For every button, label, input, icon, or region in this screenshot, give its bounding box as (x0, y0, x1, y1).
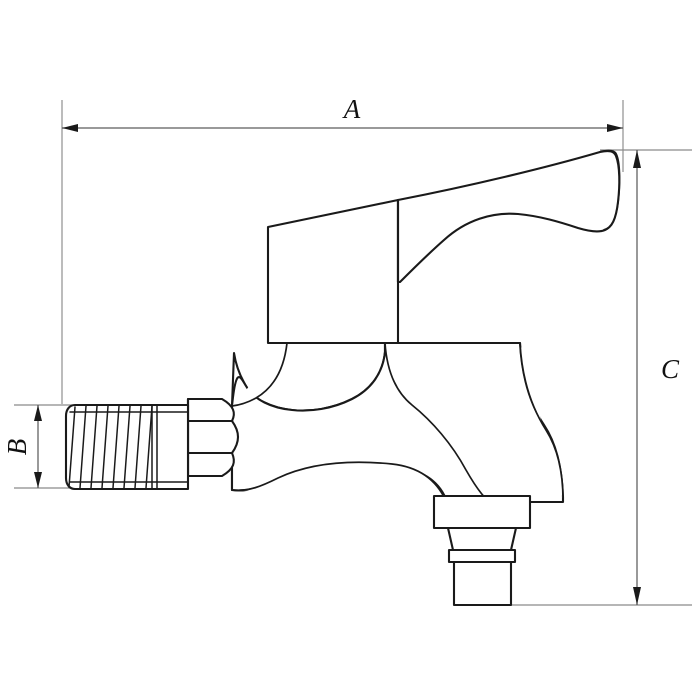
lever-handle (396, 149, 621, 284)
handle-block (266, 198, 400, 345)
lever-tip-cap (598, 150, 621, 232)
dimension-b-label: B (2, 439, 32, 456)
extension-lines (14, 100, 692, 606)
thread-pitch-lines (68, 405, 153, 489)
dimension-c-arrow-bottom (633, 587, 641, 605)
dimension-c-label: C (661, 354, 680, 384)
dimension-b: B (2, 405, 42, 488)
dimension-a-arrow-left (62, 124, 78, 132)
dimension-c-arrow-top (633, 150, 641, 168)
dimension-c: C (633, 150, 680, 605)
hex-nut-flat-bottom (186, 451, 235, 478)
body-shoulder-right (384, 342, 495, 507)
outlet-taper (446, 526, 518, 552)
dimension-a: A (62, 94, 623, 132)
dimension-a-label: A (342, 94, 361, 124)
outlet-flange (432, 494, 532, 530)
outlet-ring (447, 548, 517, 564)
spout-outer-curve (519, 342, 564, 501)
dimension-b-arrow-top (34, 405, 42, 421)
dimension-b-arrow-bottom (34, 472, 42, 488)
hex-nut-flat-middle (186, 419, 240, 455)
hex-nut-flat-top (186, 397, 235, 423)
outlet-nozzle (452, 560, 513, 607)
body-shoulder-left (231, 342, 288, 407)
dimension-a-arrow-right (607, 124, 623, 132)
body-underside (231, 461, 447, 502)
